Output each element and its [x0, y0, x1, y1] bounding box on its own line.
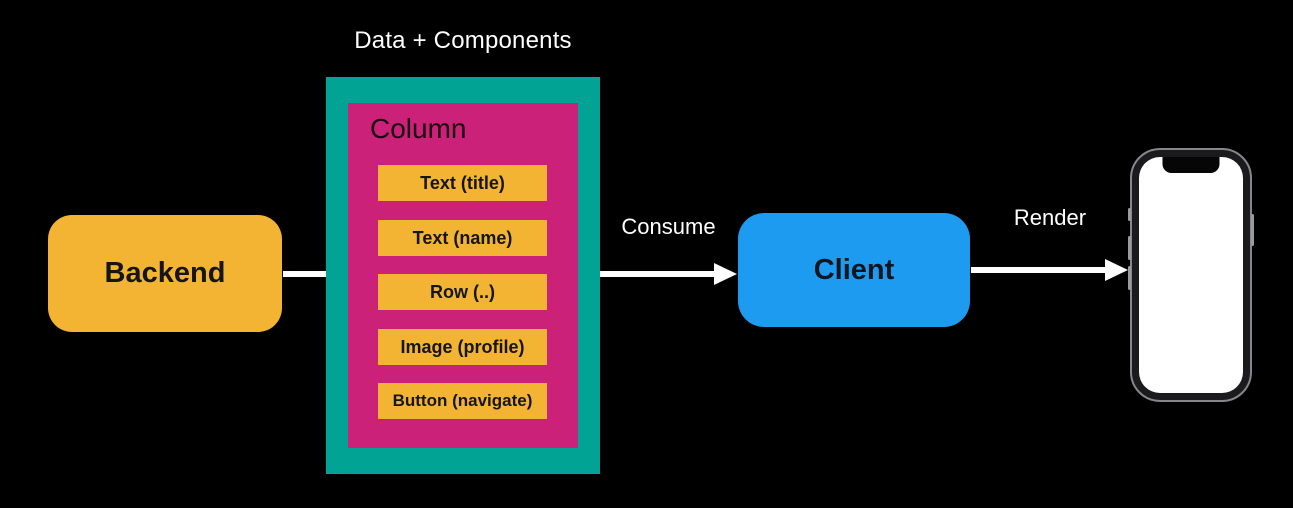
component-chip-label: Text (title) [420, 172, 505, 193]
phone-mute-button [1128, 208, 1131, 221]
component-chip-label: Row (..) [430, 281, 495, 302]
backend-node: Backend [48, 215, 282, 332]
render-arrowhead-icon [1105, 259, 1128, 281]
consume-arrowhead-icon [714, 263, 737, 285]
client-node: Client [738, 213, 970, 327]
phone-power-button [1251, 214, 1254, 246]
phone-screen [1139, 157, 1243, 393]
component-chip-label: Image (profile) [400, 336, 525, 357]
diagram-title: Data + Components [354, 27, 572, 54]
phone-volume-up-button [1128, 236, 1131, 260]
component-chip-label: Button (navigate) [392, 391, 533, 410]
component-chip-label: Text (name) [412, 227, 513, 248]
column-container: Column Text (title) Text (name) Row (..)… [348, 103, 578, 448]
client-label: Client [813, 253, 895, 286]
render-edge-label: Render [1013, 205, 1087, 230]
consume-edge-label: Consume [621, 214, 716, 239]
component-chip-text-title: Text (title) [378, 165, 547, 201]
backend-label: Backend [104, 257, 226, 289]
render-arrow-line [971, 267, 1106, 273]
component-chip-row: Row (..) [378, 274, 547, 310]
payload-container: Column Text (title) Text (name) Row (..)… [326, 77, 600, 474]
backend-payload-connector-line [283, 271, 326, 277]
phone-volume-down-button [1128, 266, 1131, 290]
phone-notch [1162, 157, 1220, 173]
consume-arrow-line [600, 271, 716, 277]
phone-mockup [1128, 148, 1254, 402]
component-chip-image-profile: Image (profile) [378, 329, 547, 365]
component-chip-text-name: Text (name) [378, 220, 547, 256]
column-label: Column [370, 113, 467, 144]
component-chip-button-navigate: Button (navigate) [378, 383, 547, 419]
